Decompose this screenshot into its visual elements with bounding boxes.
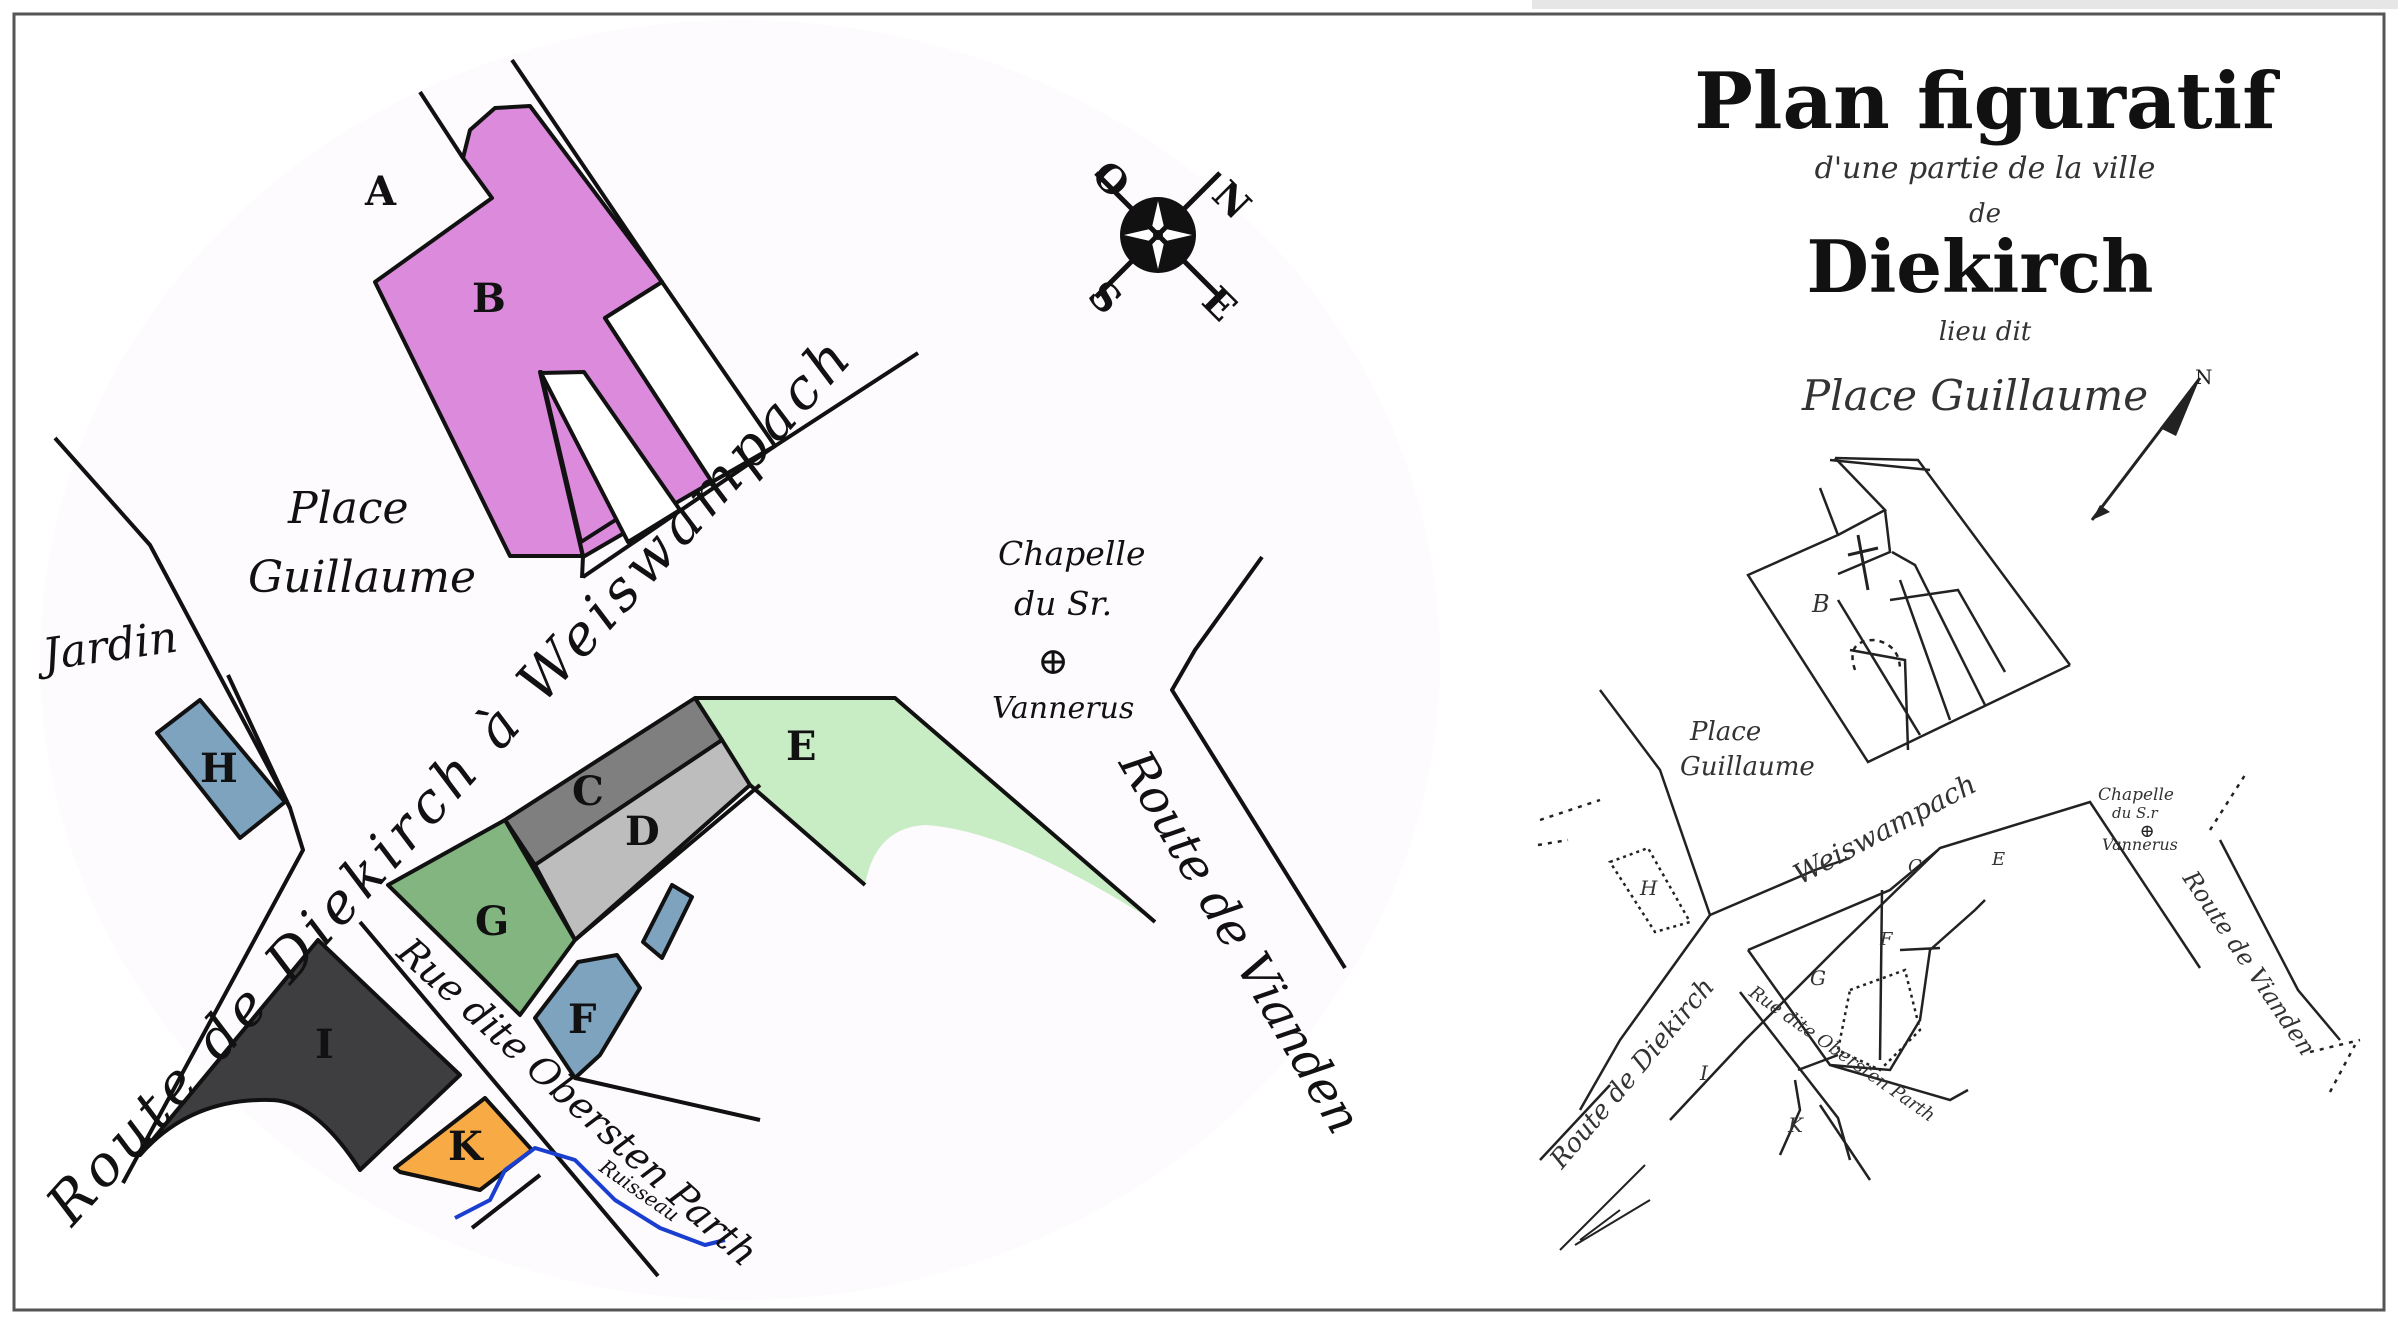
parcel-h-label: H xyxy=(200,745,238,792)
stream xyxy=(454,1146,726,1247)
north-letter: N xyxy=(2195,365,2213,389)
church-outline xyxy=(418,58,920,579)
historic-place-line2: Guillaume xyxy=(1680,752,1815,782)
historic-place-line1: Place xyxy=(1689,717,1761,747)
street-line-vianden xyxy=(1170,555,1347,970)
historic-scribbles xyxy=(1559,1164,1651,1251)
historic-parcel-b: B xyxy=(1811,590,1830,618)
parcel-i xyxy=(138,938,462,1172)
street-line-f-bottom xyxy=(574,1076,761,1122)
historic-dotted-right xyxy=(2208,774,2361,1093)
parcel-c-label: C xyxy=(572,768,604,815)
parcel-f xyxy=(533,953,642,1080)
parcel-f-label: F xyxy=(568,996,596,1043)
historic-street-diekirch-2 xyxy=(1539,856,1851,1161)
historic-parcel-f: F xyxy=(1879,929,1894,950)
historic-parcel-h xyxy=(1608,846,1692,934)
parcel-e-label: E xyxy=(786,723,817,770)
frame-corner xyxy=(1532,0,2398,9)
chapel-symbol: ⊕ xyxy=(1037,639,1069,683)
historic-dotted-parcel xyxy=(1836,968,1922,1072)
historic-place: Place Guillaume xyxy=(1801,371,2148,420)
place-label-line2: Guillaume xyxy=(248,552,476,603)
parcel-g-label: G xyxy=(475,898,509,945)
chapel-line3: Vannerus xyxy=(992,691,1134,726)
historic-chapel-line3: Vannerus xyxy=(2102,835,2178,854)
parcel-i-label: I xyxy=(315,1021,334,1068)
historic-title: Plan figuratif xyxy=(1694,56,2280,147)
historic-subtitle3: lieu dit xyxy=(1939,317,2032,347)
historic-parcel-k: K xyxy=(1787,1113,1804,1137)
historic-parcel-lines xyxy=(1746,849,1986,1102)
historic-cross-icon xyxy=(1847,534,1879,591)
street-line-h xyxy=(226,674,292,809)
historic-chapel-symbol: ⊕ xyxy=(2139,821,2154,842)
historic-parcel-h: H xyxy=(1639,876,1658,900)
historic-dotted-left xyxy=(1537,798,1601,847)
place-label-line1: Place xyxy=(287,483,409,534)
parcel-d-label: D xyxy=(625,808,660,855)
parcel-h xyxy=(155,698,287,840)
street-line-k-bottom xyxy=(470,1173,542,1230)
chapel-line1: Chapelle xyxy=(998,534,1145,573)
historic-street-diekirch xyxy=(1669,800,2202,1121)
street-line-oberstenparth xyxy=(358,920,660,1278)
parcel-a-label: A xyxy=(364,168,397,215)
parcel-e xyxy=(695,698,1155,922)
parcel-k-label: K xyxy=(448,1123,484,1170)
historic-subtitle2: de xyxy=(1969,199,2001,229)
historic-parcel-g: G xyxy=(1810,966,1826,990)
north-arrow-icon: N xyxy=(2090,365,2213,521)
historic-subtitle1: d'une partie de la ville xyxy=(1815,151,2156,186)
historic-church-block xyxy=(1746,456,2072,764)
street-line-d-f xyxy=(573,783,762,942)
modern-map-vignette xyxy=(40,20,1440,1300)
historic-parcel-c: C xyxy=(1908,856,1922,877)
chapel-line2: du Sr. xyxy=(1014,584,1112,623)
church-base-line xyxy=(580,555,585,579)
historic-street-obersten xyxy=(1739,991,1872,1181)
historic-parcel-e: E xyxy=(1991,849,2005,870)
parcel-b-label: B xyxy=(472,275,506,322)
parcel-f-annex xyxy=(641,883,694,960)
historic-parcel-i: I xyxy=(1699,1061,1709,1085)
historic-chapel-line1: Chapelle xyxy=(2098,785,2174,805)
historic-street-vianden xyxy=(2218,839,2341,1041)
historic-town: Diekirch xyxy=(1807,224,2154,309)
parcel-e-outline xyxy=(695,696,1157,924)
historic-chapel-line2: du S.r xyxy=(2112,804,2159,822)
